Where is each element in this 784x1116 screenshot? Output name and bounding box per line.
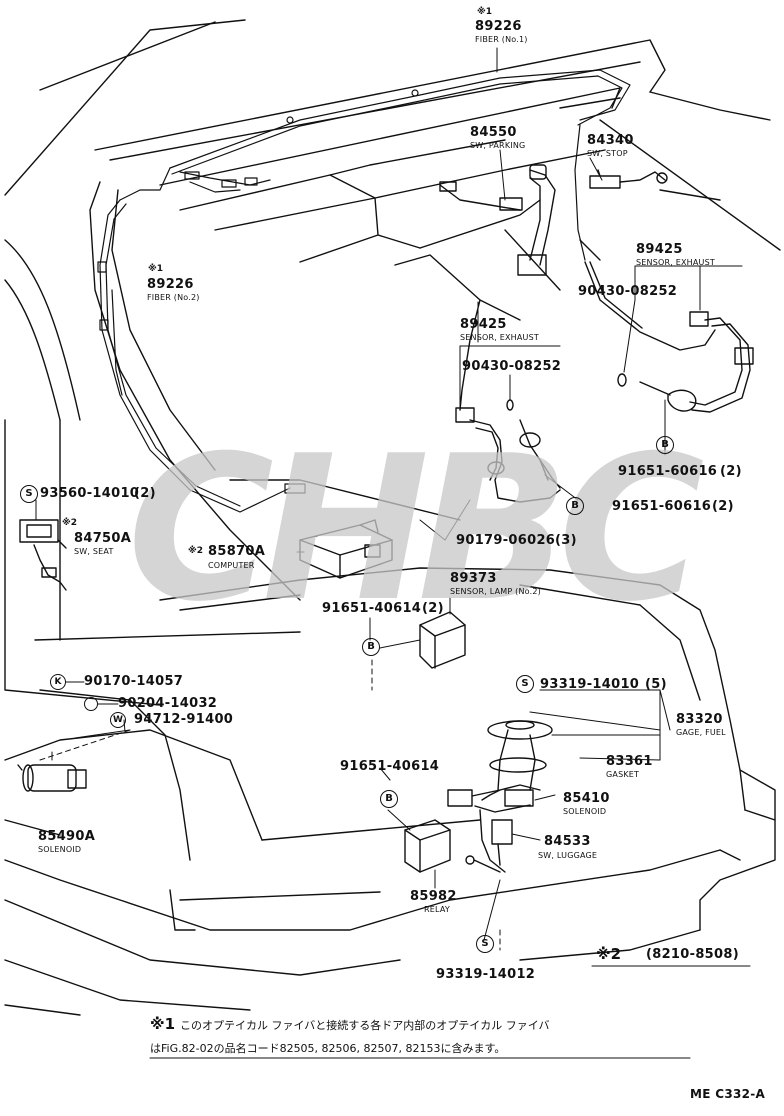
leader-lines (35, 47, 743, 941)
marker-s-relay: S (476, 935, 494, 953)
washer-part-number: 90204-14032 (118, 696, 218, 711)
solenoid-name: SOLENOID (563, 807, 607, 816)
washer-w-part-number: 94712-91400 (134, 712, 234, 727)
left-solenoid-name: SOLENOID (38, 845, 82, 854)
computer-part-number: 85870A (208, 544, 266, 559)
trunk-lid-lower (4, 567, 776, 1016)
exhaust-sensor-center-part-number: 89425 (460, 317, 507, 332)
luggage-solenoid-art (447, 784, 541, 873)
bolt-right-part-number: 91651-60616 (618, 464, 718, 479)
exhaust-sensor-right-art (584, 261, 754, 413)
gage-screw-qty: (5) (645, 677, 667, 692)
nut-k-part-number: 90170-14057 (84, 674, 184, 689)
car-body-upper (4, 19, 781, 706)
fiber2-mark: ※1 (148, 264, 164, 274)
clamp-right-part-number: 90430-08252 (578, 284, 678, 299)
figure-code: ME C332-A (690, 1087, 766, 1101)
marker-s-seat: S (20, 485, 38, 503)
footnote-mark: ※1 (150, 1015, 176, 1033)
clamp-center-part-number: 90430-08252 (462, 359, 562, 374)
dashed-guides (39, 659, 501, 951)
lamp-sensor-name: SENSOR, LAMP (No.2) (450, 587, 541, 596)
watermark-text: CHBC (127, 413, 703, 646)
nut-qty: (3) (555, 533, 577, 548)
stop-switch-name: SW, STOP (587, 149, 628, 158)
footnote-line-2: はFiG.82-02の品名コード82505, 82506, 82507, 821… (150, 1042, 506, 1055)
exhaust-sensor-center-name: SENSOR, EXHAUST (460, 333, 539, 342)
computer-art (299, 519, 393, 579)
relay-art (404, 819, 451, 873)
relay-screw-part-number: 93319-14012 (436, 967, 536, 982)
exhaust-sensor-center-art (455, 299, 561, 503)
marker-w: W (110, 712, 126, 728)
marker-b-lamp: B (362, 638, 380, 656)
footnote-line-1: このオプテイカル ファイバと接続する各ドア内部のオプテイカル ファイバ (180, 1019, 550, 1032)
parking-switch-art (439, 164, 556, 276)
fiber1-mark: ※1 (477, 7, 493, 17)
fuel-gage-art (481, 720, 553, 801)
fiber-no2-cable (97, 199, 306, 513)
date-mark: ※2 (596, 945, 622, 963)
exhaust-sensor-right-name: SENSOR, EXHAUST (636, 258, 715, 267)
stop-switch-art (589, 169, 668, 189)
seat-screw-qty: (2) (134, 486, 156, 501)
relay-name: RELAY (424, 905, 450, 914)
left-solenoid-part-number: 85490A (38, 829, 96, 844)
marker-b-right: B (656, 436, 674, 454)
nut-part-number: 90179-06026 (456, 533, 556, 548)
relay-part-number: 85982 (410, 889, 457, 904)
solenoid-left-art (17, 764, 87, 792)
bolt-right-qty: (2) (720, 464, 742, 479)
fuel-gage-part-number: 83320 (676, 712, 723, 727)
watermark: CHBC (127, 413, 715, 646)
stop-switch-part-number: 84340 (587, 133, 634, 148)
washer-icon (84, 697, 98, 711)
note-lines (149, 965, 751, 1059)
bolt-center-part-number: 91651-60616 (612, 499, 712, 514)
computer-mark: ※2 (188, 546, 204, 556)
fiber-no1-cable (119, 69, 631, 261)
seat-switch-name: SW, SEAT (74, 547, 114, 556)
computer-name: COMPUTER (208, 561, 255, 570)
fiber2-part-name: FIBER (No.2) (147, 293, 200, 302)
fiber1-part-number: 89226 (475, 19, 522, 34)
seat-screw-part-number: 93560-14010 (40, 486, 140, 501)
fuel-gage-name: GAGE, FUEL (676, 728, 726, 737)
gasket-part-number: 83361 (606, 754, 653, 769)
solenoid-bolt-part-number: 91651-40614 (340, 759, 440, 774)
gage-screw-part-number: 93319-14010 (540, 677, 640, 692)
marker-b-solenoid: B (380, 790, 398, 808)
luggage-switch-part-number: 84533 (544, 834, 591, 849)
gasket-name: GASKET (606, 770, 640, 779)
marker-s-gage: S (516, 675, 534, 693)
fiber1-part-name: FIBER (No.1) (475, 35, 528, 44)
seat-switch-mark: ※2 (62, 518, 78, 528)
lamp-bolt-qty: (2) (422, 601, 444, 616)
luggage-switch-name: SW, LUGGAGE (538, 851, 598, 860)
lamp-sensor-part-number: 89373 (450, 571, 497, 586)
marker-k: K (50, 674, 66, 690)
seat-switch-art (19, 519, 67, 591)
exhaust-sensor-right-part-number: 89425 (636, 242, 683, 257)
parking-switch-part-number: 84550 (470, 125, 517, 140)
solenoid-part-number: 85410 (563, 791, 610, 806)
lamp-bolt-part-number: 91651-40614 (322, 601, 422, 616)
parking-switch-name: SW, PARKING (470, 141, 526, 150)
seat-switch-part-number: 84750A (74, 531, 132, 546)
bolt-center-qty: (2) (712, 499, 734, 514)
date-range: (8210-8508) (646, 947, 739, 962)
marker-b-center: B (566, 497, 584, 515)
fiber2-part-number: 89226 (147, 277, 194, 292)
